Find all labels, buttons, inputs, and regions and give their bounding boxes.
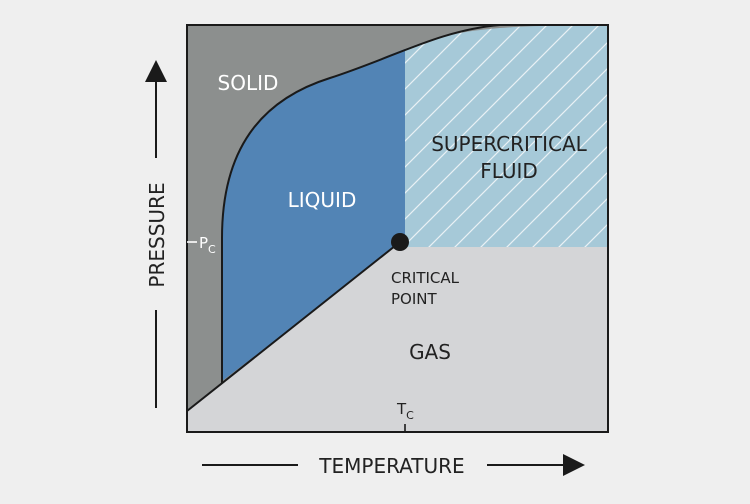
liquid-label: LIQUID — [288, 188, 357, 212]
tc-label-sub: C — [406, 409, 414, 422]
solid-label: SOLID — [218, 71, 279, 95]
gas-label: GAS — [409, 340, 451, 364]
critical-point-label-line1: CRITICAL — [391, 269, 460, 287]
temperature-axis: TEMPERATURE — [202, 454, 585, 478]
supercritical-hatch — [405, 25, 608, 247]
tc-label: TC — [396, 400, 414, 422]
pc-label: PC — [199, 234, 216, 256]
pc-label-sub: C — [208, 243, 216, 256]
supercritical-label-line1: SUPERCRITICAL — [431, 132, 587, 156]
liquid-region — [222, 49, 405, 381]
pc-label-main: P — [199, 234, 208, 252]
critical-point-label-line2: POINT — [391, 290, 437, 308]
plot-frame — [186, 24, 609, 433]
melting-curve — [221, 24, 501, 383]
pressure-axis: PRESSURE — [145, 60, 169, 408]
critical-point-marker — [391, 233, 409, 251]
pressure-arrow-icon — [145, 60, 167, 82]
pressure-axis-label: PRESSURE — [145, 182, 169, 287]
temperature-arrow-icon — [563, 454, 585, 476]
supercritical-label-line2: FLUID — [480, 159, 538, 183]
tc-label-main: T — [396, 400, 407, 418]
temperature-axis-label: TEMPERATURE — [318, 454, 464, 478]
gas-region — [187, 242, 608, 432]
